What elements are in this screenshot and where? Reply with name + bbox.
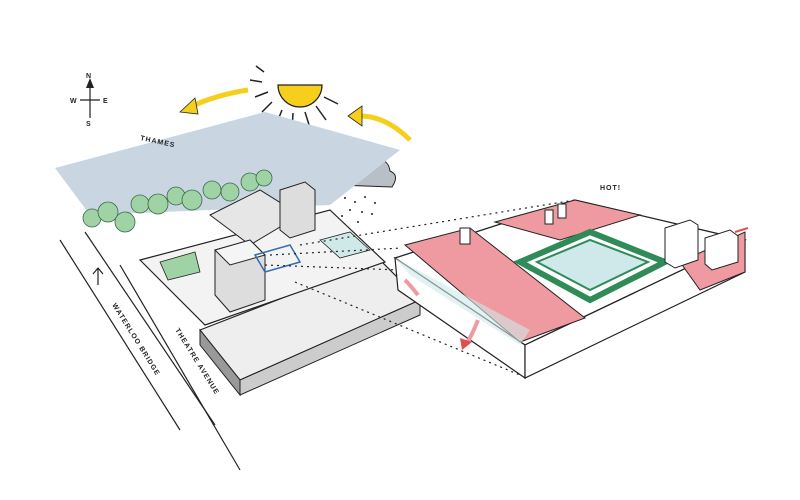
compass-north: N xyxy=(86,73,92,80)
building-detail xyxy=(393,199,749,380)
sun-arrow-right-icon xyxy=(347,105,412,142)
compass-south: S xyxy=(86,121,92,128)
site-model xyxy=(138,181,422,397)
sun-icon xyxy=(249,65,339,131)
compass-icon: N S E W xyxy=(70,73,109,128)
bridge-label: WATERLOO BRIDGE xyxy=(110,302,160,377)
sun-arrow-left-icon xyxy=(179,87,249,115)
direction-arrow-icon xyxy=(92,267,104,285)
compass-west: W xyxy=(70,98,78,105)
roads xyxy=(59,231,241,471)
connector-lines xyxy=(264,199,576,376)
compass-east: E xyxy=(103,98,109,105)
trees xyxy=(82,169,273,233)
hot-label: HOT! xyxy=(600,185,621,192)
